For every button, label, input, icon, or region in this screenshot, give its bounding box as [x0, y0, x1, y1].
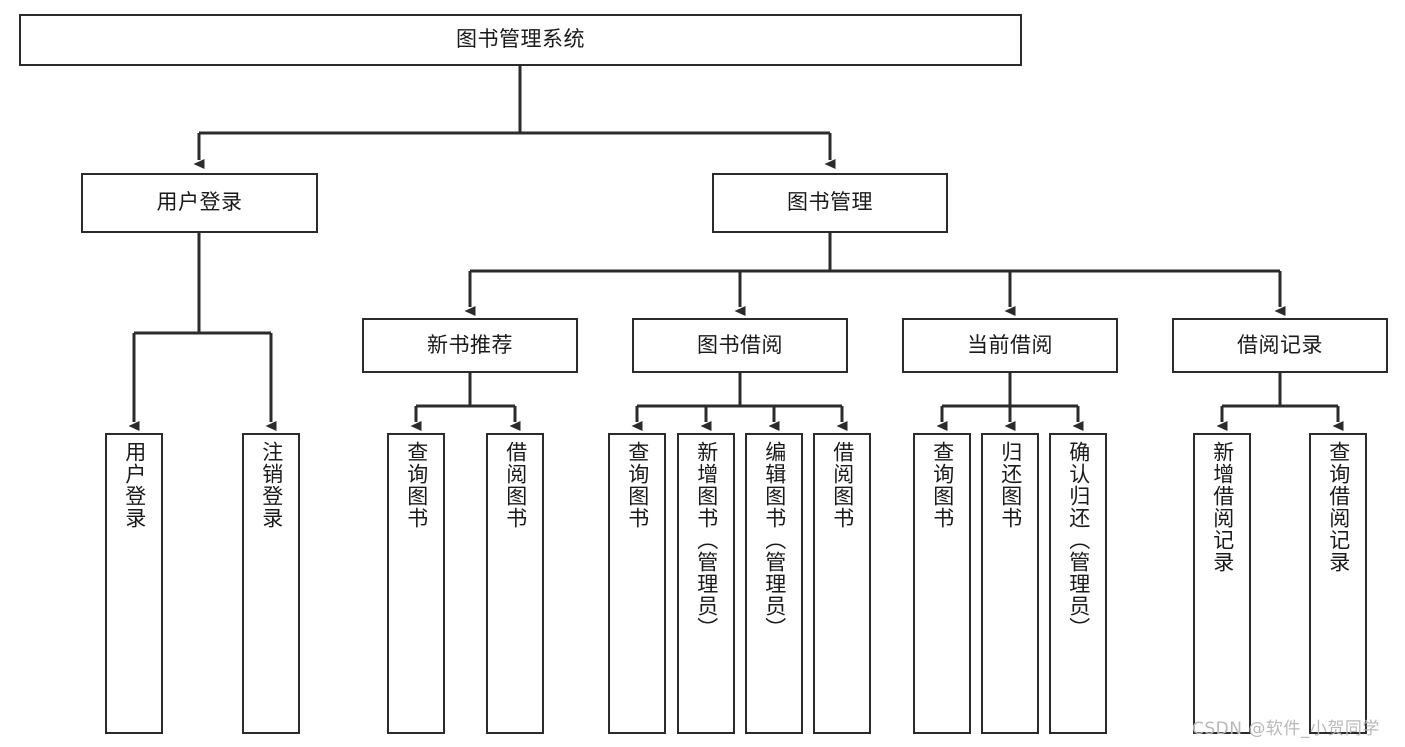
- leaf-borrow-add-book-admin[interactable]: 新增图书（管理员）: [677, 433, 735, 734]
- node-label: 借阅图书: [830, 441, 855, 529]
- leaf-borrow-query-book[interactable]: 查询图书: [608, 433, 666, 734]
- node-new-book-recommend[interactable]: 新书推荐: [362, 318, 578, 373]
- node-label: 注销登录: [259, 441, 284, 529]
- leaf-current-query-book[interactable]: 查询图书: [913, 433, 971, 734]
- leaf-recommend-query-book[interactable]: 查询图书: [387, 433, 445, 734]
- node-label: 用户登录: [122, 441, 147, 529]
- node-label: 查询借阅记录: [1326, 441, 1351, 573]
- node-borrow-record[interactable]: 借阅记录: [1172, 318, 1388, 373]
- node-book-management[interactable]: 图书管理: [712, 173, 948, 233]
- node-label: 新增图书（管理员）: [694, 441, 719, 639]
- leaf-current-return-book[interactable]: 归还图书: [981, 433, 1039, 734]
- node-label: 借阅图书: [503, 441, 528, 529]
- leaf-user-login-logout[interactable]: 注销登录: [242, 433, 300, 734]
- node-label: 图书管理: [787, 190, 873, 215]
- node-label: 查询图书: [930, 441, 955, 529]
- node-book-borrow[interactable]: 图书借阅: [632, 318, 848, 373]
- node-label: 图书管理系统: [456, 27, 585, 52]
- leaf-borrow-edit-book-admin[interactable]: 编辑图书（管理员）: [745, 433, 803, 734]
- leaf-current-confirm-return-admin[interactable]: 确认归还（管理员）: [1049, 433, 1107, 734]
- leaf-recommend-borrow-book[interactable]: 借阅图书: [486, 433, 544, 734]
- node-label: 编辑图书（管理员）: [762, 441, 787, 639]
- node-label: 新增借阅记录: [1210, 441, 1235, 573]
- node-label: 借阅记录: [1237, 332, 1323, 357]
- node-label: 确认归还（管理员）: [1066, 441, 1091, 639]
- node-root-system[interactable]: 图书管理系统: [19, 14, 1022, 66]
- node-user-login[interactable]: 用户登录: [81, 173, 318, 233]
- csdn-watermark: CSDN @软件_小贺同学: [1192, 719, 1380, 739]
- node-label: 图书借阅: [697, 332, 783, 357]
- node-label: 归还图书: [998, 441, 1023, 529]
- leaf-borrow-borrow-book[interactable]: 借阅图书: [813, 433, 871, 734]
- node-label: 查询图书: [625, 441, 650, 529]
- node-label: 当前借阅: [967, 332, 1053, 357]
- node-current-borrow[interactable]: 当前借阅: [902, 318, 1118, 373]
- leaf-record-add-record[interactable]: 新增借阅记录: [1193, 433, 1251, 734]
- node-label: 查询图书: [404, 441, 429, 529]
- node-label: 新书推荐: [427, 332, 513, 357]
- leaf-record-query-record[interactable]: 查询借阅记录: [1309, 433, 1367, 734]
- leaf-user-login-login[interactable]: 用户登录: [105, 433, 163, 734]
- node-label: 用户登录: [156, 190, 243, 215]
